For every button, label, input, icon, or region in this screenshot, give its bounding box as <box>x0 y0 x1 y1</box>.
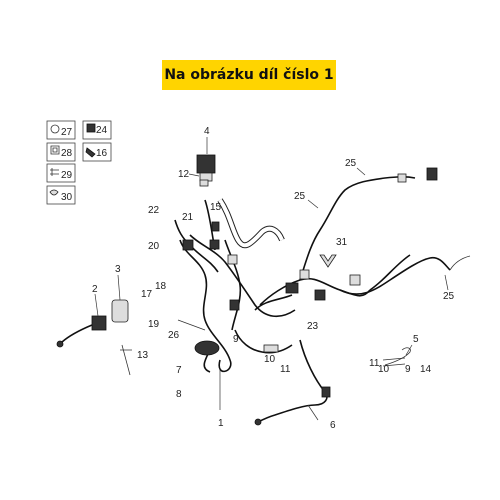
callout-21: 21 <box>182 212 194 223</box>
legend-num-27: 27 <box>61 127 73 138</box>
sensor-part-2 <box>91 315 107 331</box>
callout-1: 1 <box>218 418 224 429</box>
legend-box-29 <box>46 163 76 183</box>
clip-fork-icon <box>50 168 59 176</box>
callout-11a: 11 <box>280 364 291 375</box>
callout-7: 7 <box>176 365 182 376</box>
connector-f <box>314 289 326 301</box>
callout-9: 9 <box>233 334 239 345</box>
callout-9b: 9 <box>405 364 411 375</box>
legend-box-28 <box>46 142 76 162</box>
callout-17: 17 <box>141 289 153 300</box>
callout-23: 23 <box>307 321 319 332</box>
clip-bracket-icon <box>50 145 60 155</box>
connector-g <box>299 269 310 280</box>
connector-top-right <box>426 167 438 181</box>
legend-box-27 <box>46 120 76 140</box>
bracket-part-31 <box>319 254 337 268</box>
page-title: Na obrázku díl číslo 1 <box>162 60 336 90</box>
callout-4: 4 <box>204 126 210 137</box>
relay-part-4 <box>196 154 216 174</box>
cable-part-5 <box>382 357 406 367</box>
callout-14: 14 <box>420 364 432 375</box>
sensor-plug <box>56 340 64 348</box>
clip-cable-icon <box>49 189 59 196</box>
callout-8: 8 <box>176 389 182 400</box>
callouts: 1 2 3 4 5 6 7 8 9 9 10 10 11 11 12 13 14… <box>92 126 455 431</box>
connector-b <box>209 239 220 250</box>
callout-2: 2 <box>92 284 98 295</box>
legend-num-24: 24 <box>96 125 108 136</box>
callout-15: 15 <box>210 202 222 213</box>
connector-e <box>285 282 299 294</box>
callout-12: 12 <box>178 169 190 180</box>
hose <box>217 198 285 249</box>
legend: 27 24 28 16 29 30 <box>46 120 112 205</box>
callout-3: 3 <box>115 264 121 275</box>
bolt-part-26 <box>177 319 206 331</box>
connector-part-6 <box>321 386 331 398</box>
connector-d <box>229 299 240 311</box>
callout-19: 19 <box>148 319 160 330</box>
connector-part-3 <box>111 299 129 323</box>
callout-13: 13 <box>137 350 149 361</box>
callout-18: 18 <box>155 281 167 292</box>
callout-31: 31 <box>336 237 348 248</box>
callout-6: 6 <box>330 420 336 431</box>
main-harness <box>174 176 471 423</box>
callout-26: 26 <box>168 330 180 341</box>
callout-25c: 25 <box>443 291 455 302</box>
callout-10b: 10 <box>378 364 390 375</box>
clip-top-right <box>397 173 407 183</box>
legend-num-29: 29 <box>61 170 73 181</box>
callout-22: 22 <box>148 205 160 216</box>
clip-ring-icon <box>50 124 60 134</box>
leader-lines <box>94 137 449 421</box>
callout-25b: 25 <box>294 191 306 202</box>
legend-num-28: 28 <box>61 148 73 159</box>
connector-bottom <box>263 344 279 353</box>
callout-10a: 10 <box>264 354 276 365</box>
clip-part-15 <box>211 221 220 232</box>
callout-25a: 25 <box>345 158 357 169</box>
connector-h <box>349 274 361 286</box>
clip-pin-icon <box>85 147 96 158</box>
connector-a <box>182 239 194 251</box>
fuse-part-12 <box>199 179 209 187</box>
plug-end <box>254 418 262 426</box>
grommet-part-7 <box>194 340 220 356</box>
components <box>56 154 438 426</box>
legend-num-16: 16 <box>96 148 108 159</box>
callout-11b: 11 <box>369 358 380 369</box>
clip-block-icon <box>86 123 96 133</box>
callout-5: 5 <box>413 334 419 345</box>
callout-20: 20 <box>148 241 160 252</box>
bracket-part-13 <box>120 344 132 376</box>
legend-num-30: 30 <box>61 192 73 203</box>
connector-c <box>227 254 238 265</box>
legend-box-16 <box>82 142 112 162</box>
